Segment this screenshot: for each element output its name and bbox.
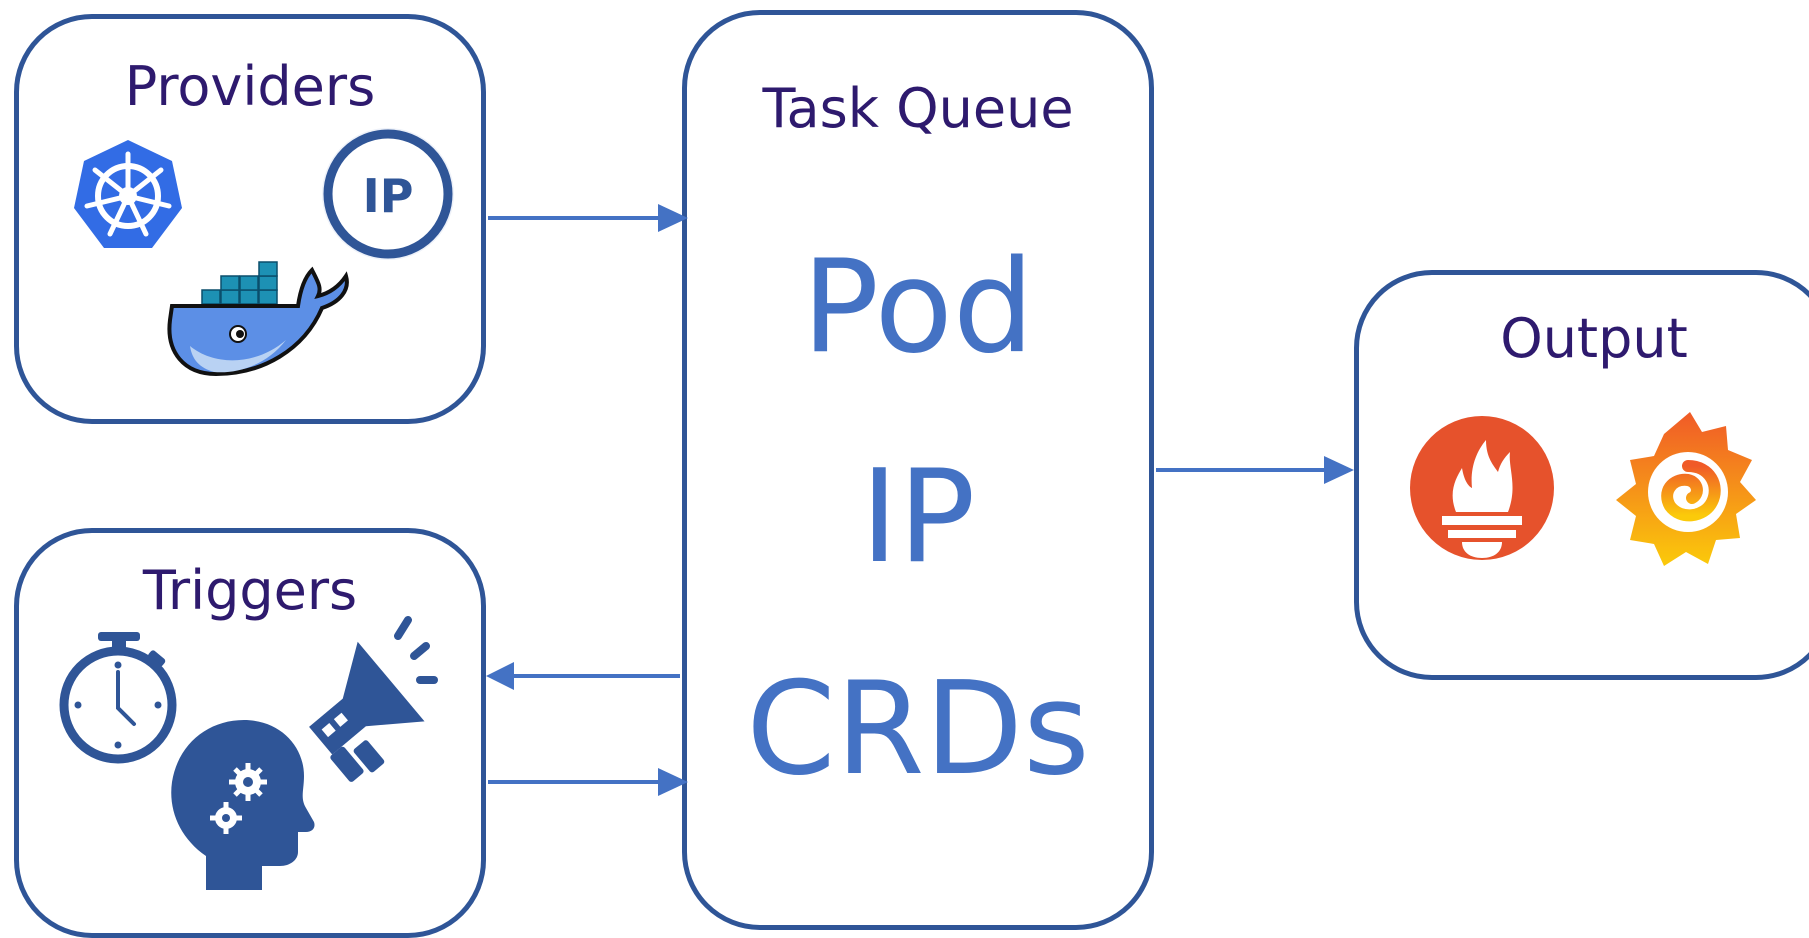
- arrow-queue-to-triggers: [486, 662, 680, 690]
- grafana-icon: [1616, 412, 1756, 566]
- queue-item-ip: IP: [860, 443, 976, 592]
- arrow-triggers-to-queue: [488, 768, 688, 796]
- stopwatch-icon: [59, 632, 177, 764]
- task-queue-title: Task Queue: [762, 77, 1074, 140]
- queue-item-pod: Pod: [801, 233, 1035, 382]
- task-queue-box: Task Queue Pod IP CRDs: [682, 10, 1154, 930]
- triggers-title: Triggers: [142, 559, 358, 622]
- arrow-queue-to-output: [1156, 456, 1354, 484]
- megaphone-icon: [309, 616, 438, 782]
- kubernetes-icon: [74, 140, 182, 248]
- output-title: Output: [1500, 307, 1688, 370]
- providers-title: Providers: [124, 55, 376, 118]
- docker-whale-icon: [167, 261, 349, 377]
- ip-badge-icon: IP: [322, 128, 454, 260]
- head-gears-icon: [171, 720, 315, 890]
- prometheus-icon: [1410, 416, 1554, 560]
- arrow-providers-to-queue: [488, 204, 688, 232]
- queue-item-crds: CRDs: [746, 655, 1090, 804]
- ip-badge-label: IP: [363, 169, 414, 223]
